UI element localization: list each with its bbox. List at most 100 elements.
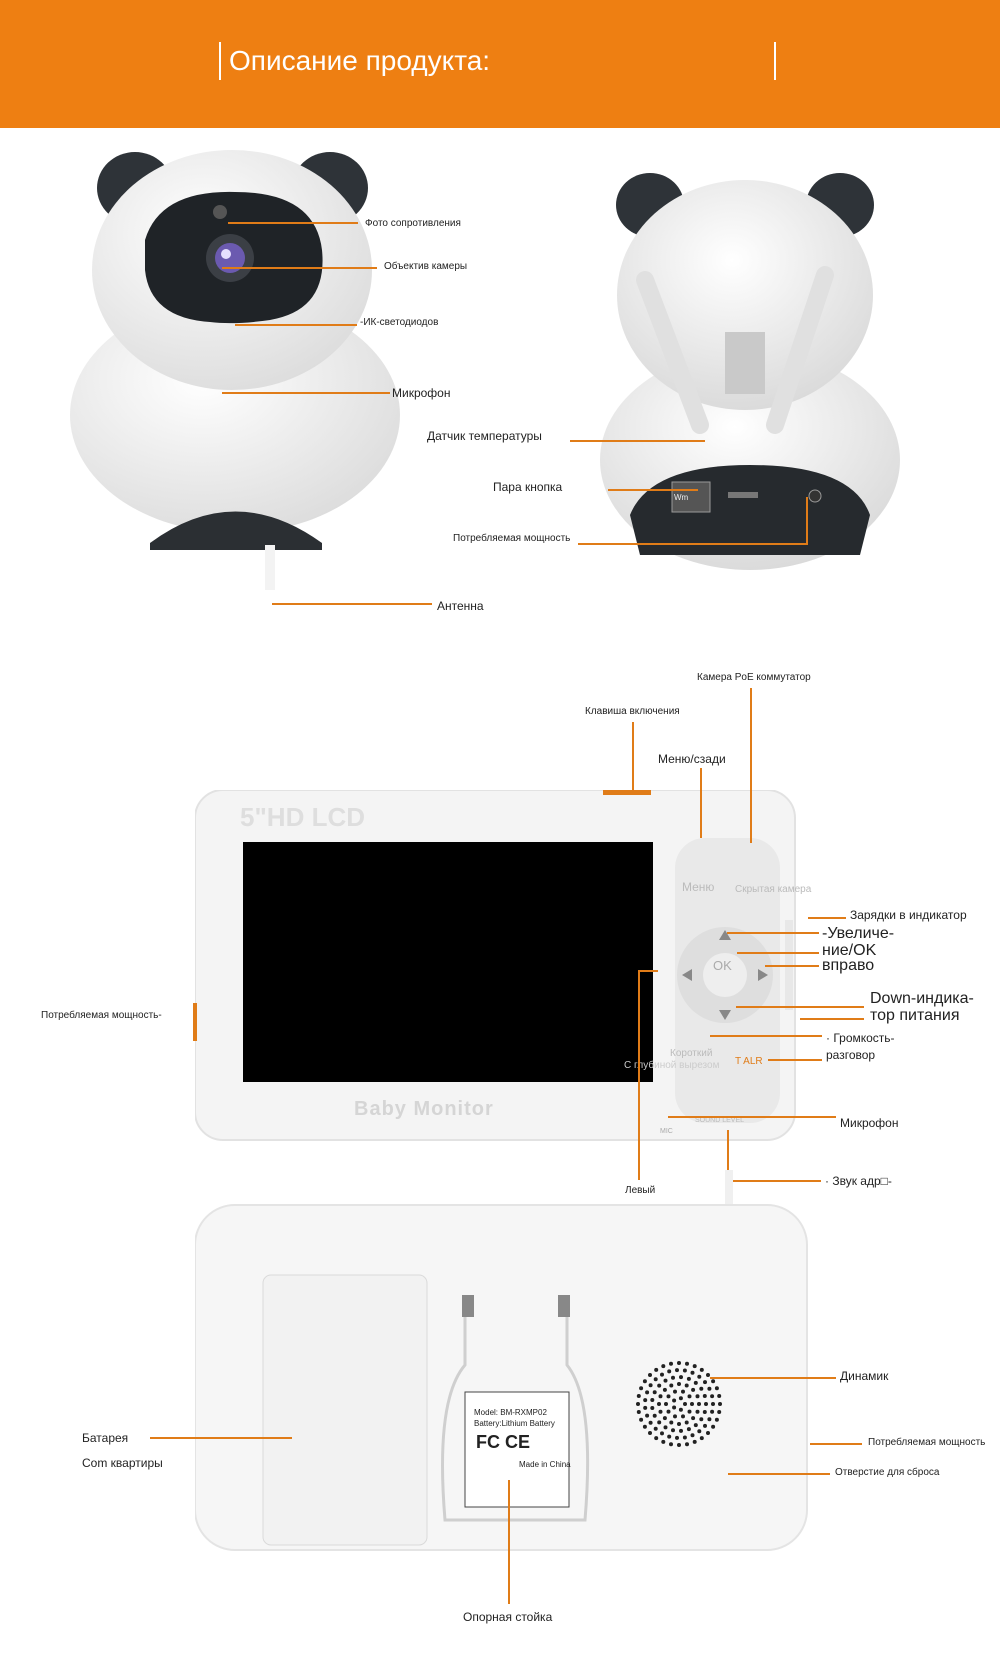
speaker-hole bbox=[686, 1427, 691, 1432]
speaker-hole bbox=[677, 1361, 681, 1365]
speaker-hole bbox=[707, 1386, 712, 1391]
speaker-hole bbox=[642, 1379, 647, 1384]
label-volume-talk: · Громкость- разговор bbox=[826, 1031, 895, 1062]
speaker-hole bbox=[687, 1409, 692, 1414]
speaker-hole bbox=[686, 1376, 691, 1381]
speaker-hole bbox=[669, 1361, 673, 1366]
speaker-hole bbox=[702, 1394, 707, 1398]
speaker-hole bbox=[685, 1442, 689, 1447]
speaker-hole bbox=[658, 1394, 663, 1399]
sticker-certifications: FC CE bbox=[476, 1432, 530, 1452]
label-cut-depth: С глубиной вырезом bbox=[624, 1060, 720, 1071]
speaker-hole bbox=[639, 1386, 644, 1391]
speaker-hole bbox=[711, 1379, 716, 1384]
speaker-hole bbox=[711, 1424, 716, 1429]
label-reset-hole: Отверстие для сброса bbox=[835, 1467, 940, 1478]
label-stand: Опорная стойка bbox=[463, 1610, 553, 1624]
menu-button[interactable]: Меню bbox=[682, 880, 715, 894]
speaker-hole bbox=[673, 1414, 677, 1419]
speaker-hole bbox=[692, 1439, 697, 1444]
speaker-hole bbox=[653, 1426, 658, 1431]
speaker-hole bbox=[666, 1394, 671, 1399]
label-charging-indicator: Зарядки в индикатор bbox=[850, 908, 967, 922]
label-poe-camera-switch: Камера PoE коммутатор bbox=[697, 672, 811, 683]
speaker-hole bbox=[675, 1435, 679, 1440]
ok-button[interactable]: OK bbox=[713, 958, 732, 973]
sticker-made-in: Made in China bbox=[519, 1460, 571, 1469]
speaker-hole bbox=[648, 1431, 652, 1435]
speaker-hole bbox=[682, 1368, 687, 1373]
label-power-key: Клавиша включения bbox=[585, 706, 680, 717]
speaker-hole bbox=[662, 1387, 667, 1392]
speaker-hole bbox=[714, 1386, 719, 1391]
hidden-camera-button[interactable]: Скрытая камера bbox=[735, 884, 812, 895]
speaker-hole bbox=[693, 1423, 698, 1428]
screen-badge: 5"HD LCD bbox=[240, 802, 365, 832]
speaker-hole bbox=[677, 1422, 681, 1426]
talk-button[interactable]: T ALR bbox=[735, 1056, 763, 1067]
speaker-hole bbox=[691, 1387, 696, 1392]
speaker-hole bbox=[652, 1413, 657, 1418]
speaker-hole bbox=[679, 1428, 683, 1433]
label-sound-address: · Звук адр□- bbox=[825, 1174, 892, 1188]
speaker-hole bbox=[642, 1424, 647, 1429]
label-microphone-monitor: Микрофон bbox=[840, 1116, 899, 1130]
speaker-hole bbox=[695, 1409, 700, 1414]
label-power-side: Потребляемая мощность- bbox=[41, 1010, 162, 1021]
speaker-hole bbox=[717, 1410, 722, 1414]
label-temperature-sensor: Датчик температуры bbox=[427, 429, 542, 443]
label-down-power-indicator: Down-индика- тор питания bbox=[870, 990, 974, 1024]
speaker-hole bbox=[684, 1383, 689, 1388]
speaker-hole bbox=[693, 1380, 698, 1385]
speaker-hole bbox=[699, 1436, 704, 1441]
speaker-hole bbox=[667, 1434, 672, 1439]
speaker-hole bbox=[678, 1407, 683, 1412]
speaker-hole bbox=[681, 1389, 685, 1394]
label-left: Левый bbox=[625, 1185, 656, 1196]
speaker-hole bbox=[681, 1414, 685, 1419]
label-microphone-camera: Микрофон bbox=[392, 386, 451, 400]
speaker-hole bbox=[702, 1410, 707, 1414]
speaker-hole bbox=[697, 1374, 702, 1379]
shortcut-button[interactable]: Короткий bbox=[670, 1048, 713, 1059]
speaker-hole bbox=[662, 1416, 667, 1421]
speaker-hole bbox=[650, 1398, 655, 1402]
page-title: Описание продукта: bbox=[219, 42, 776, 80]
speaker-hole bbox=[718, 1402, 722, 1406]
speaker-hole bbox=[666, 1409, 671, 1414]
label-power-back: Потребляемая мощность bbox=[868, 1437, 986, 1448]
label-camera-lens: Объектив камеры bbox=[384, 261, 468, 272]
speaker-hole bbox=[690, 1433, 695, 1438]
camera-front-illustration bbox=[60, 150, 420, 590]
speaker-hole bbox=[699, 1367, 704, 1372]
speaker-hole bbox=[660, 1431, 664, 1436]
speaker-hole bbox=[636, 1402, 640, 1406]
speaker-hole bbox=[697, 1402, 701, 1406]
speaker-hole bbox=[691, 1416, 696, 1421]
speaker-hole bbox=[663, 1378, 668, 1383]
speaker-hole bbox=[648, 1383, 653, 1388]
speaker-hole bbox=[677, 1382, 681, 1386]
speaker-hole bbox=[710, 1409, 715, 1414]
speaker-grille bbox=[630, 1355, 728, 1453]
label-battery: Батарея bbox=[82, 1431, 129, 1445]
speaker-hole bbox=[664, 1402, 668, 1406]
speaker-hole bbox=[682, 1435, 687, 1440]
speaker-hole bbox=[690, 1370, 695, 1375]
speaker-hole bbox=[685, 1361, 689, 1366]
speaker-hole bbox=[636, 1410, 641, 1414]
label-antenna: Антенна bbox=[437, 599, 484, 613]
speaker-hole bbox=[703, 1423, 707, 1428]
speaker-hole bbox=[690, 1402, 694, 1406]
speaker-hole bbox=[669, 1383, 674, 1388]
speaker-hole bbox=[672, 1398, 677, 1403]
speaker-hole bbox=[661, 1364, 666, 1369]
speaker-hole bbox=[684, 1420, 689, 1425]
speaker-hole bbox=[699, 1417, 704, 1422]
speaker-hole bbox=[673, 1389, 677, 1394]
speaker-hole bbox=[645, 1413, 650, 1418]
label-battery-compartment: Com квартиры bbox=[82, 1456, 163, 1470]
brand-logo-text: Baby Monitor bbox=[354, 1098, 494, 1120]
port-label: Wm bbox=[674, 493, 689, 502]
label-pair-button: Пара кнопка bbox=[493, 480, 563, 494]
